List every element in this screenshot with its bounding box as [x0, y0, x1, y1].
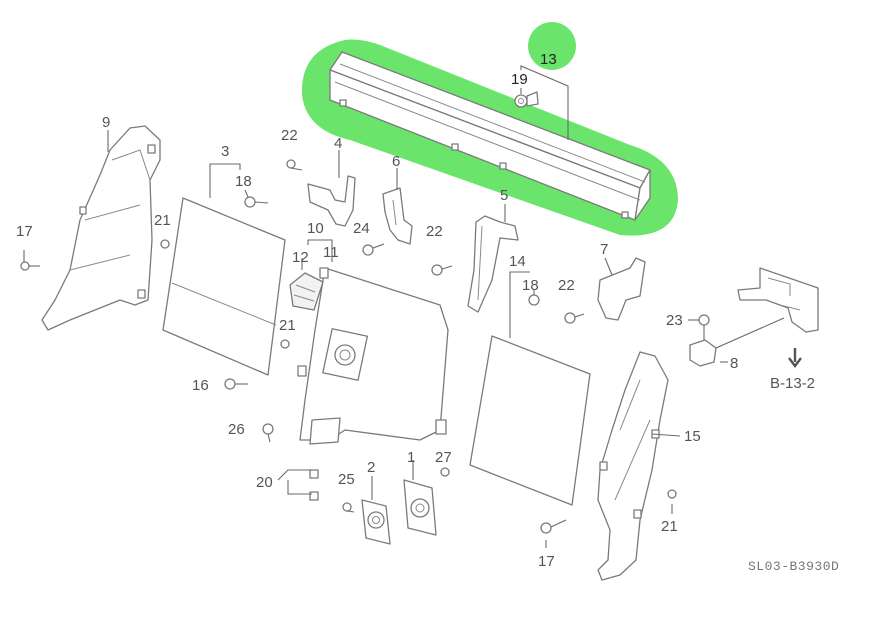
- label-17-bottom[interactable]: 17: [538, 553, 555, 570]
- leader-13: [520, 65, 569, 140]
- label-5[interactable]: 5: [500, 187, 508, 204]
- part-9-left-trim[interactable]: [41, 125, 161, 331]
- part-7-bracket[interactable]: [597, 257, 646, 321]
- down-arrow-icon: [788, 348, 802, 368]
- label-10[interactable]: 10: [307, 220, 324, 237]
- label-3[interactable]: 3: [221, 143, 229, 160]
- label-1[interactable]: 1: [407, 449, 415, 466]
- part-11-housing[interactable]: [297, 267, 449, 445]
- part-5-bracket[interactable]: [467, 215, 519, 313]
- label-22-mid[interactable]: 22: [426, 223, 443, 240]
- label-8[interactable]: 8: [730, 355, 738, 372]
- label-13[interactable]: 13: [540, 51, 557, 68]
- label-23[interactable]: 23: [666, 312, 683, 329]
- diagram-code: SL03-B3930D: [748, 559, 839, 574]
- part-1-plate[interactable]: [403, 479, 437, 536]
- part-12-patch[interactable]: [289, 272, 324, 311]
- label-21-left[interactable]: 21: [154, 212, 171, 229]
- label-14[interactable]: 14: [509, 253, 526, 270]
- part-2-plate[interactable]: [361, 499, 391, 545]
- part-14-panel[interactable]: [469, 335, 591, 506]
- reference-label[interactable]: B-13-2: [770, 375, 815, 392]
- leader-8-ref: [715, 317, 785, 349]
- label-22-top[interactable]: 22: [281, 127, 298, 144]
- part-6-bracket[interactable]: [382, 187, 413, 245]
- label-12[interactable]: 12: [292, 249, 309, 266]
- fasteners: [20, 159, 710, 534]
- label-25[interactable]: 25: [338, 471, 355, 488]
- label-27[interactable]: 27: [435, 449, 452, 466]
- label-26[interactable]: 26: [228, 421, 245, 438]
- label-4[interactable]: 4: [334, 135, 342, 152]
- label-18-left[interactable]: 18: [235, 173, 252, 190]
- label-21-mid[interactable]: 21: [279, 317, 296, 334]
- label-22-right[interactable]: 22: [558, 277, 575, 294]
- leader-lines: [23, 130, 728, 548]
- part-13-rail[interactable]: [329, 51, 651, 221]
- part-19-clip[interactable]: [514, 91, 539, 108]
- part-3-panel[interactable]: [162, 197, 286, 376]
- label-2[interactable]: 2: [367, 459, 375, 476]
- label-11[interactable]: 11: [323, 244, 339, 261]
- label-15[interactable]: 15: [684, 428, 701, 445]
- label-7[interactable]: 7: [600, 241, 608, 258]
- reference-bracket-b-13-2: [737, 267, 819, 333]
- label-16[interactable]: 16: [192, 377, 209, 394]
- label-6[interactable]: 6: [392, 153, 400, 170]
- label-9[interactable]: 9: [102, 114, 110, 131]
- label-20[interactable]: 20: [256, 474, 273, 491]
- label-17-left[interactable]: 17: [16, 223, 33, 240]
- part-15-right-trim[interactable]: [597, 351, 669, 581]
- part-8-bracket[interactable]: [689, 339, 717, 367]
- label-19[interactable]: 19: [511, 71, 528, 88]
- part-4-bracket[interactable]: [307, 175, 356, 227]
- label-21-right[interactable]: 21: [661, 518, 678, 535]
- label-18-right[interactable]: 18: [522, 277, 539, 294]
- label-24[interactable]: 24: [353, 220, 370, 237]
